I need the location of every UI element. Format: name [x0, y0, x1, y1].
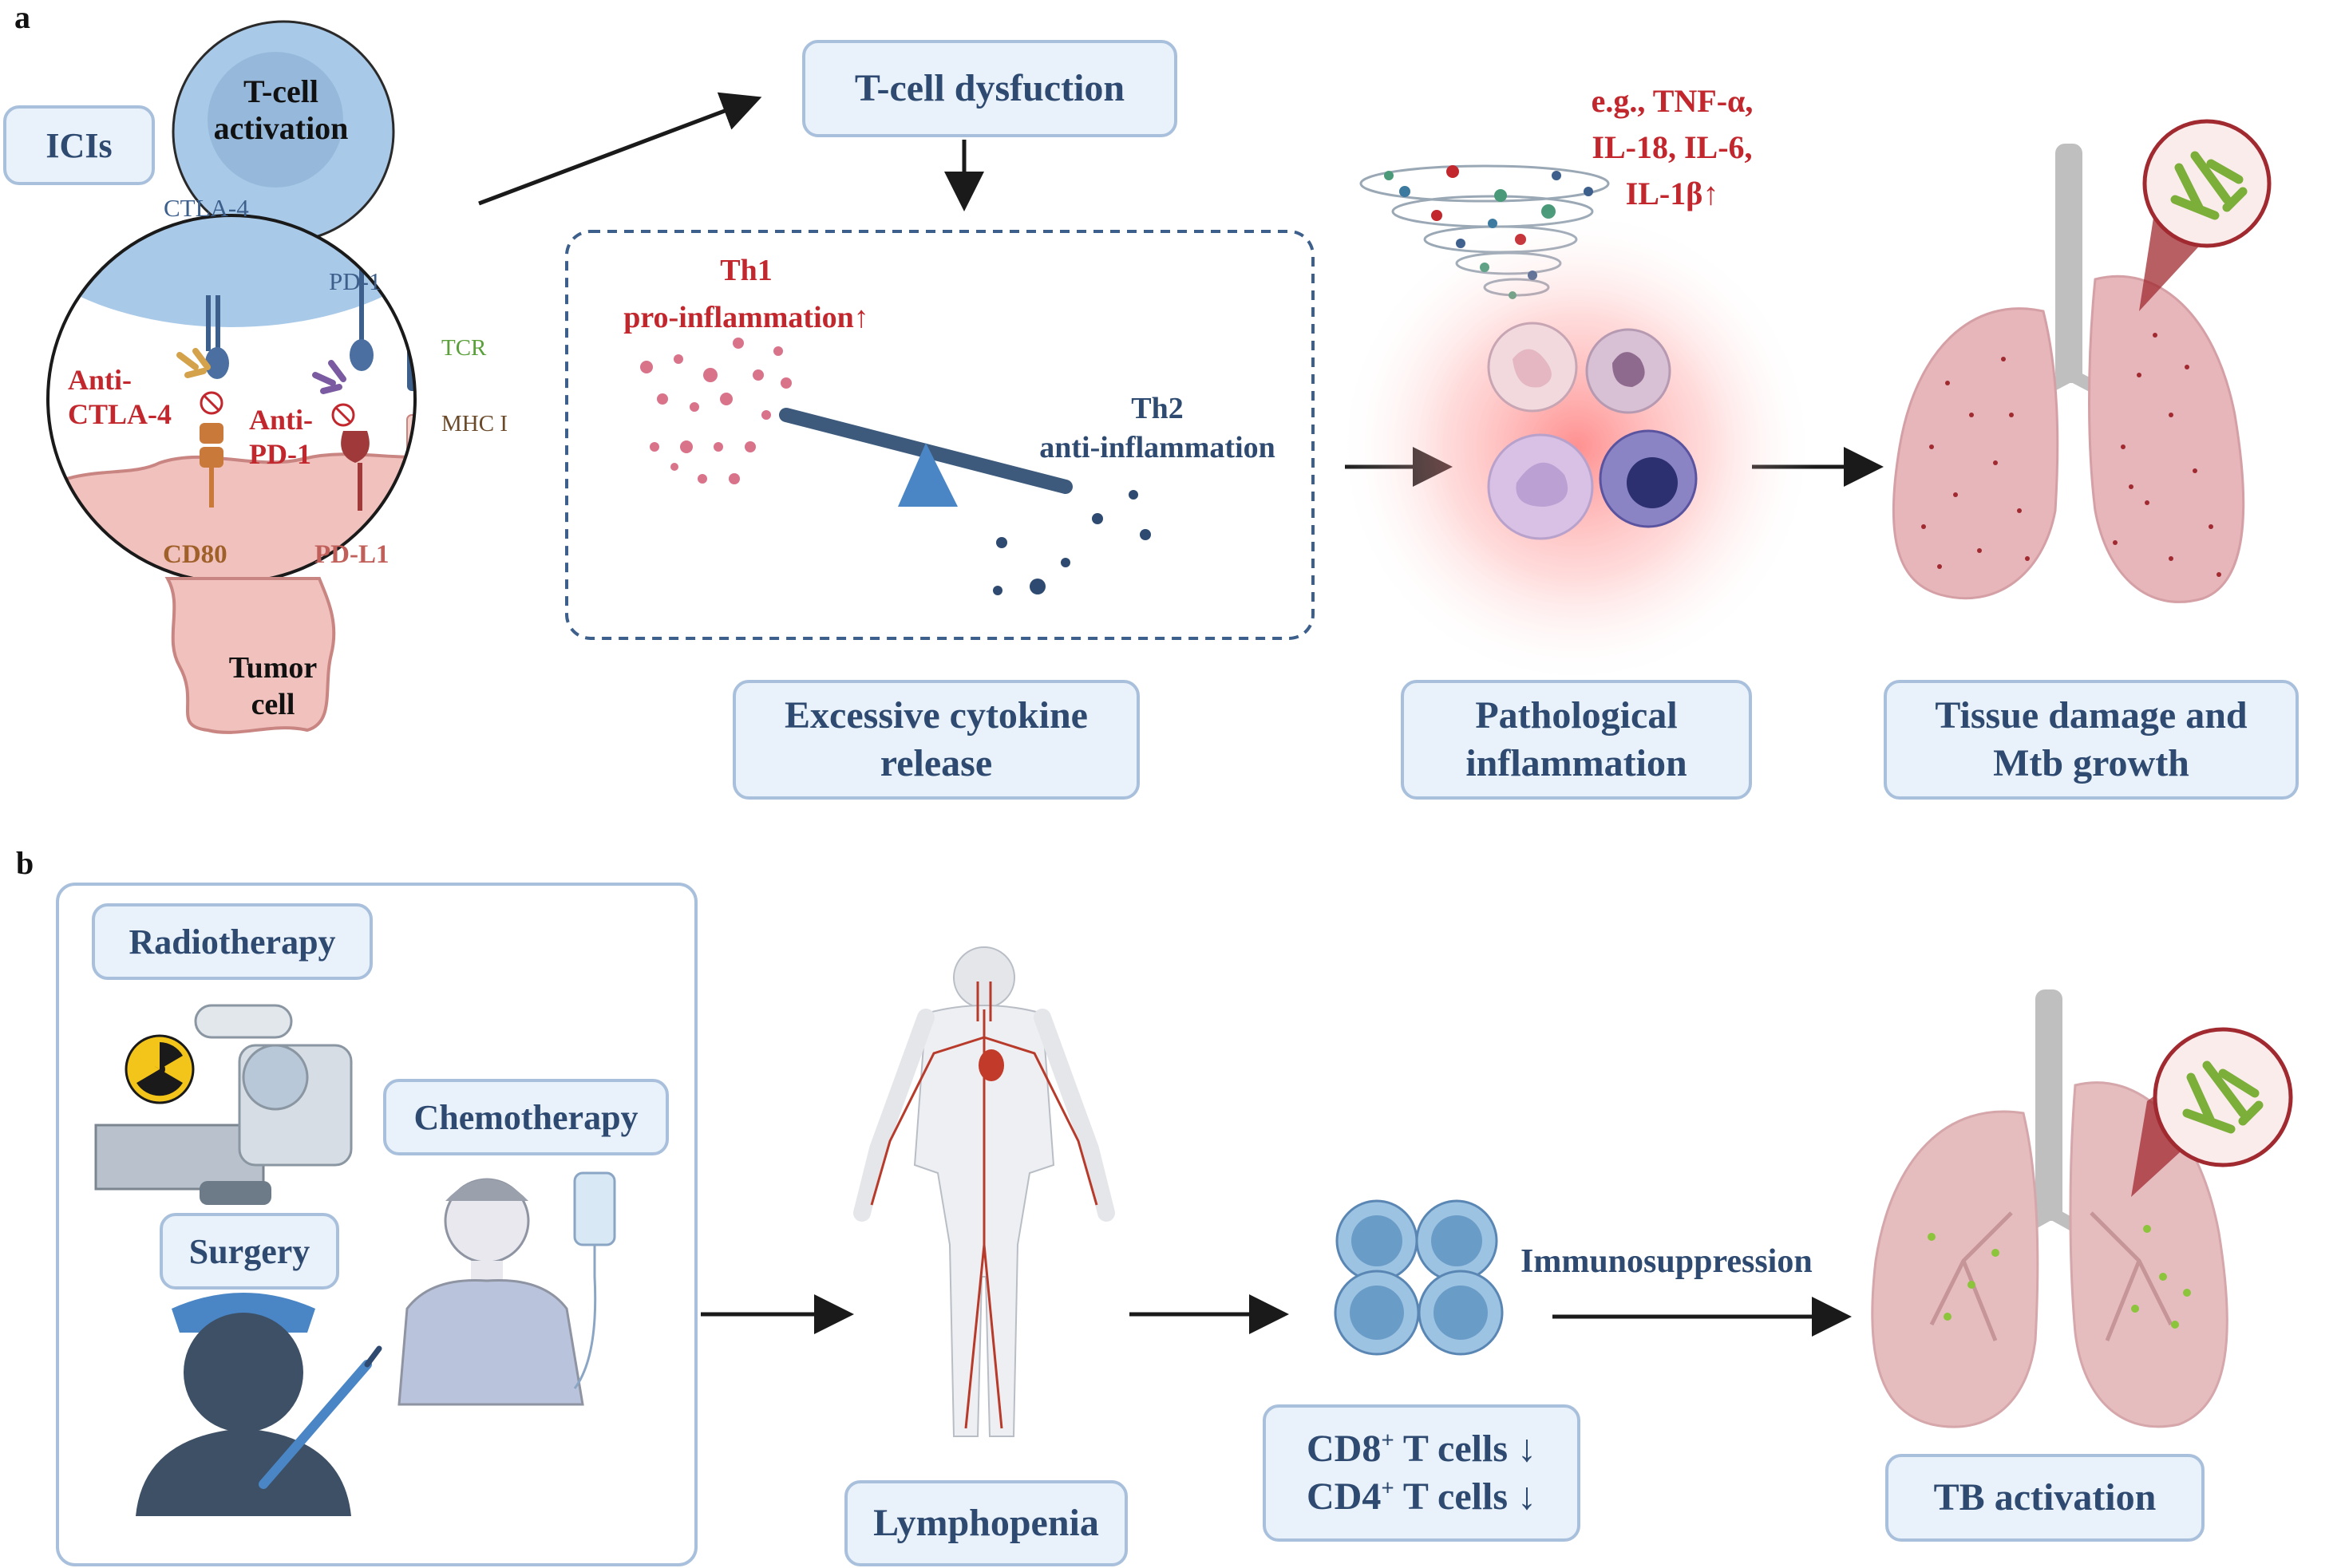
radiotherapy-machine: [94, 1004, 353, 1205]
cd80-label: CD80: [163, 540, 227, 569]
tcell-activation-line2: activation: [213, 110, 349, 146]
panel-a-letter: a: [14, 0, 30, 35]
arrow-to-dysfunction: [478, 92, 762, 206]
tissue-line2: Mtb growth: [1993, 742, 2189, 784]
pdl1-ligand: [341, 431, 370, 511]
anti-ctla4-antibody: [176, 348, 223, 415]
cytokine-balance-frame: [565, 230, 1315, 640]
pathological-inflammation-box: Pathological inflammation: [1401, 680, 1752, 800]
anti-ctla4-line2: CTLA-4: [68, 398, 172, 431]
tcell-activation-bubble: [172, 20, 395, 243]
cd4-tcells: T cells ↓: [1394, 1475, 1536, 1518]
radiation-symbol-icon: [125, 1034, 195, 1104]
inflammation-glow: [1337, 207, 1816, 686]
cd8-tcells: T cells ↓: [1394, 1428, 1536, 1470]
surgery-label: Surgery: [188, 1231, 310, 1271]
cd8-label: CD8: [1307, 1428, 1382, 1470]
tissue-line1: Tissue damage and: [1935, 694, 2248, 737]
tb-activation-label: TB activation: [1933, 1476, 2157, 1519]
excessive-cytokine-box: Excessive cytokine release: [733, 680, 1140, 800]
th2-line1: Th2: [1131, 392, 1184, 425]
immune-cells: [1487, 322, 1698, 540]
mhc-molecule: [406, 414, 415, 480]
lungs-damaged: [1892, 119, 2272, 603]
therapy-frame: [56, 883, 698, 1566]
ctla4-receptor: [205, 295, 229, 379]
mhc-label: MHC I: [441, 411, 508, 436]
radiotherapy-label: Radiotherapy: [129, 922, 336, 962]
cytokine-list: e.g., TNF-α, IL-18, IL-6, IL-1β↑: [1552, 78, 1792, 217]
tumor-line1: Tumor: [228, 651, 318, 685]
anti-pd1-line2: PD-1: [249, 438, 311, 471]
icis-label: ICIs: [45, 125, 113, 165]
tcell-dysfunction-box: T-cell dysfuction: [802, 40, 1177, 137]
chemotherapy-label: Chemotherapy: [413, 1097, 639, 1137]
cd4-label: CD4: [1307, 1475, 1382, 1518]
pdl1-label: PD-L1: [314, 540, 390, 569]
cd80-ligand: [200, 423, 223, 508]
th1-line2: pro-inflammation↑: [623, 300, 869, 334]
t-cell-cluster: [1334, 1199, 1504, 1356]
tumor-cell-label: Tumor cell: [209, 650, 337, 723]
cd4-plus: +: [1381, 1475, 1394, 1501]
th2-line2: anti-inflammation: [1039, 431, 1275, 465]
chemotherapy-box: Chemotherapy: [383, 1079, 669, 1155]
pd1-receptor: [350, 263, 374, 371]
immunosuppression-label: Immunosuppression: [1520, 1243, 1813, 1280]
cytokine-line2: IL-18, IL-6,: [1592, 129, 1753, 165]
tumor-line2: cell: [251, 687, 295, 721]
cd8-plus: +: [1381, 1428, 1394, 1453]
tb-activation-box: TB activation: [1885, 1454, 2205, 1542]
cd8-line: CD8+ T cells ↓: [1307, 1425, 1536, 1473]
lungs-tb: [1871, 989, 2293, 1428]
lymphopenia-label: Lymphopenia: [873, 1502, 1099, 1544]
th2-label: Th2 anti-inflammation: [1038, 389, 1277, 468]
icis-box: ICIs: [3, 105, 155, 185]
ctla4-label: CTLA-4: [164, 194, 249, 222]
th1-line1: Th1: [720, 254, 773, 287]
th1-label: Th1 pro-inflammation↑: [595, 247, 898, 342]
surgery-box: Surgery: [160, 1213, 339, 1290]
anti-ctla4-line1: Anti-: [68, 364, 132, 396]
th1-cytokine-dots: [640, 338, 792, 484]
pathological-line2: inflammation: [1465, 742, 1687, 784]
tissue-damage-box: Tissue damage and Mtb growth: [1884, 680, 2299, 800]
tcr-label: TCR: [441, 335, 487, 361]
lymphopenia-box: Lymphopenia: [844, 1480, 1128, 1566]
anti-pd1-antibody: [312, 360, 355, 427]
cd4-line: CD4+ T cells ↓: [1307, 1473, 1536, 1521]
radiotherapy-box: Radiotherapy: [92, 903, 373, 980]
anti-pd1-line1: Anti-: [249, 404, 313, 436]
human-body-vascular: [853, 946, 1115, 1437]
cytokine-line1: e.g., TNF-α,: [1591, 83, 1754, 119]
panel-b-letter: b: [16, 845, 34, 881]
tumor-cell-body: [164, 577, 336, 734]
pathological-line1: Pathological: [1475, 694, 1678, 737]
anti-ctla4-label: Anti- CTLA-4: [68, 363, 172, 432]
seesaw: [779, 408, 1073, 507]
excessive-line2: release: [880, 742, 993, 784]
tcell-activation-line1: T-cell: [243, 73, 319, 109]
anti-pd1-label: Anti- PD-1: [249, 403, 313, 472]
pd1-label: PD-1: [329, 267, 382, 295]
excessive-line1: Excessive cytokine: [785, 694, 1088, 737]
surgeon-figure: [136, 1293, 382, 1516]
chemotherapy-patient: [397, 1171, 616, 1406]
cytokine-line3: IL-1β↑: [1625, 176, 1719, 211]
tcell-dysfunction-label: T-cell dysfuction: [854, 67, 1125, 109]
tcell-activation-label: T-cell activation: [201, 73, 361, 147]
th2-cytokine-dots: [993, 490, 1151, 595]
t-cell-count-box: CD8+ T cells ↓ CD4+ T cells ↓: [1263, 1404, 1580, 1542]
